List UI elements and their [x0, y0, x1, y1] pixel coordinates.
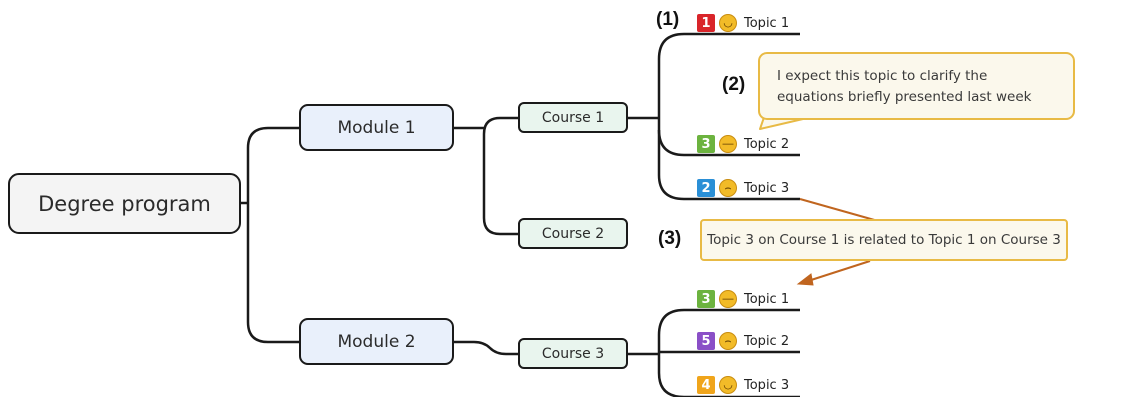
root-node-degree-program[interactable]: Degree program — [8, 173, 241, 234]
module-1-node[interactable]: Module 1 — [299, 104, 454, 151]
topic-label: Topic 2 — [744, 333, 790, 349]
priority-2-badge: 2 — [697, 179, 715, 197]
course-3-node[interactable]: Course 3 — [518, 338, 628, 369]
smiley-sad-icon: ⌢ — [719, 179, 737, 197]
topic-label: Topic 1 — [744, 291, 790, 307]
marker-2: (2) — [722, 74, 746, 95]
course-1-topic-3[interactable]: 2 ⌢ Topic 3 — [697, 177, 789, 199]
topic-label: Topic 3 — [744, 180, 790, 196]
relationship-note[interactable]: Topic 3 on Course 1 is related to Topic … — [700, 219, 1068, 261]
priority-4-badge: 4 — [697, 376, 715, 394]
course-1-topic-1[interactable]: 1 ◡ Topic 1 — [697, 12, 789, 34]
priority-1-badge: 1 — [697, 14, 715, 32]
topic-label: Topic 3 — [744, 377, 790, 393]
course-3-topic-2[interactable]: 5 ⌢ Topic 2 — [697, 330, 789, 352]
smiley-happy-icon: ◡ — [719, 14, 737, 32]
topic-label: Topic 1 — [744, 15, 790, 31]
course-3-topic-1[interactable]: 3 — Topic 1 — [697, 288, 789, 310]
module-2-node[interactable]: Module 2 — [299, 318, 454, 365]
course-1-node[interactable]: Course 1 — [518, 102, 628, 133]
marker-1: (1) — [656, 9, 680, 30]
smiley-happy-icon: ◡ — [719, 376, 737, 394]
marker-3: (3) — [658, 228, 682, 249]
course-2-node[interactable]: Course 2 — [518, 218, 628, 249]
course-1-topic-2[interactable]: 3 — Topic 2 — [697, 133, 789, 155]
smiley-neutral-icon: — — [719, 290, 737, 308]
callout-line-1: I expect this topic to clarify the — [777, 68, 988, 84]
callout-line-2: equations briefly presented last week — [777, 89, 1032, 105]
course-3-topic-3[interactable]: 4 ◡ Topic 3 — [697, 374, 789, 396]
priority-3-badge: 3 — [697, 290, 715, 308]
priority-5-badge: 5 — [697, 332, 715, 350]
topic-label: Topic 2 — [744, 136, 790, 152]
callout-note[interactable]: I expect this topic to clarify the equat… — [758, 52, 1075, 120]
smiley-neutral-icon: — — [719, 135, 737, 153]
priority-3-badge: 3 — [697, 135, 715, 153]
relationship-label: Topic 3 on Course 1 is related to Topic … — [707, 231, 1061, 248]
smiley-sad-icon: ⌢ — [719, 332, 737, 350]
